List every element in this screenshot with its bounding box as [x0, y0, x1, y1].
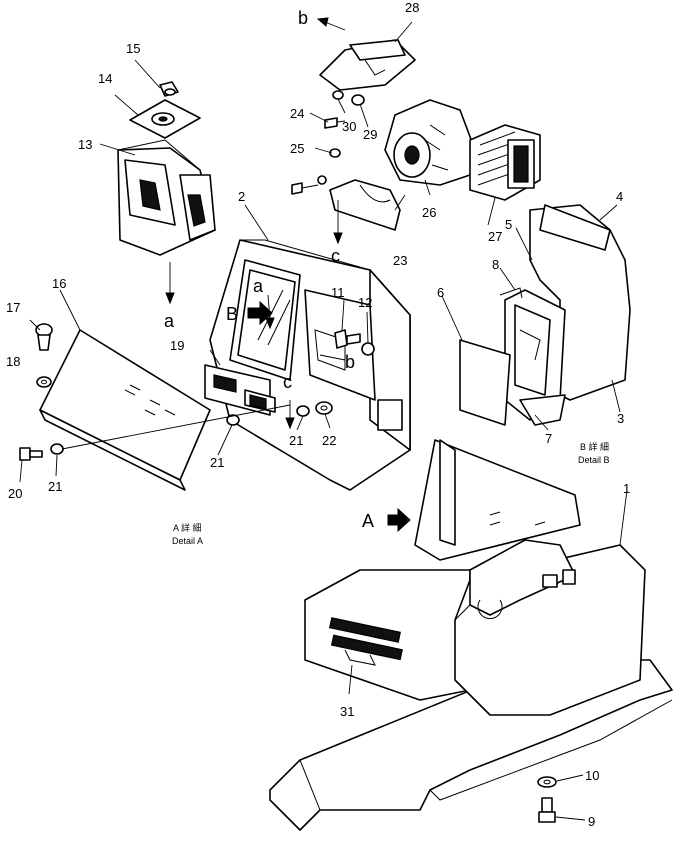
callout-8: 8: [492, 257, 499, 272]
callout-9: 9: [588, 814, 595, 829]
filter-27: [469, 124, 541, 201]
direction-arrows: [165, 17, 411, 533]
detail-captions: A 詳 細 Detail A B 詳 細 Detail B: [172, 441, 610, 546]
nut-12: [361, 342, 375, 356]
ref-letter-c-top: c: [331, 246, 340, 266]
bolt-20: [19, 447, 43, 461]
bolt-9: [538, 797, 556, 823]
detail-a-caption-en: Detail A: [172, 536, 203, 546]
callout-15: 15: [126, 41, 140, 56]
ref-letter-a-lower: a: [164, 311, 175, 331]
callout-7: 7: [545, 431, 552, 446]
callout-11: 11: [331, 285, 345, 300]
callout-21-left: 21: [48, 479, 62, 494]
callout-27: 27: [488, 229, 502, 244]
reference-letters: a a b b c c A B: [164, 8, 374, 531]
callout-numbers: 1 2 3 4 5 6 7 8 9 10 11 12 13 14 15 16 1…: [6, 0, 630, 829]
callout-21-right: 21: [289, 433, 303, 448]
washers-21: [50, 405, 310, 455]
callout-6: 6: [437, 285, 444, 300]
callout-23: 23: [393, 253, 407, 268]
detail-b-caption-en: Detail B: [578, 455, 610, 465]
callout-18: 18: [6, 354, 20, 369]
callout-22: 22: [322, 433, 336, 448]
callout-19: 19: [170, 338, 184, 353]
bolt-11: [334, 329, 361, 349]
ref-letter-b-panel: b: [345, 352, 355, 372]
callout-12: 12: [358, 295, 372, 310]
ref-letter-c-panel: c: [283, 372, 292, 392]
callout-28: 28: [405, 0, 419, 15]
duct-cover-group: [459, 204, 631, 426]
callout-13: 13: [78, 137, 92, 152]
callout-2: 2: [238, 189, 245, 204]
ref-letter-A: A: [362, 511, 374, 531]
callout-17: 17: [6, 300, 20, 315]
callout-24: 24: [290, 106, 304, 121]
panel-housing-2: [209, 239, 411, 491]
callout-30: 30: [342, 119, 356, 134]
callout-4: 4: [616, 189, 623, 204]
callout-3: 3: [617, 411, 624, 426]
nut-22: [315, 401, 333, 415]
plate-14: [129, 99, 201, 139]
meter-panel-19: [204, 364, 276, 416]
ref-letter-a-panel: a: [253, 276, 264, 296]
callout-14: 14: [98, 71, 112, 86]
fasteners-24-25-29-30: [291, 90, 365, 195]
washer-10: [537, 776, 557, 788]
bracket-16: [39, 329, 211, 491]
bracket-23: [329, 179, 401, 231]
callout-21-mid: 21: [210, 455, 224, 470]
leader-lines: [19, 21, 628, 821]
knob-17: [35, 323, 53, 351]
callout-29: 29: [363, 127, 377, 142]
callout-16: 16: [52, 276, 66, 291]
wing-nut-15: [159, 81, 179, 97]
duct-28: [319, 39, 416, 91]
blower-26: [384, 99, 476, 186]
callout-26: 26: [422, 205, 436, 220]
callout-10: 10: [585, 768, 599, 783]
washer-18: [36, 376, 52, 388]
rear-cover-31: [329, 617, 403, 666]
callout-20: 20: [8, 486, 22, 501]
callout-25: 25: [290, 141, 304, 156]
detail-b-caption-jp: B 詳 細: [580, 441, 609, 452]
callout-5: 5: [505, 217, 512, 232]
ref-letter-b-top: b: [298, 8, 308, 28]
callout-1: 1: [623, 481, 630, 496]
detail-a-caption-jp: A 詳 細: [173, 522, 202, 533]
callout-31: 31: [340, 704, 354, 719]
ref-letter-B: B: [226, 304, 238, 324]
cover-13: [117, 139, 216, 256]
